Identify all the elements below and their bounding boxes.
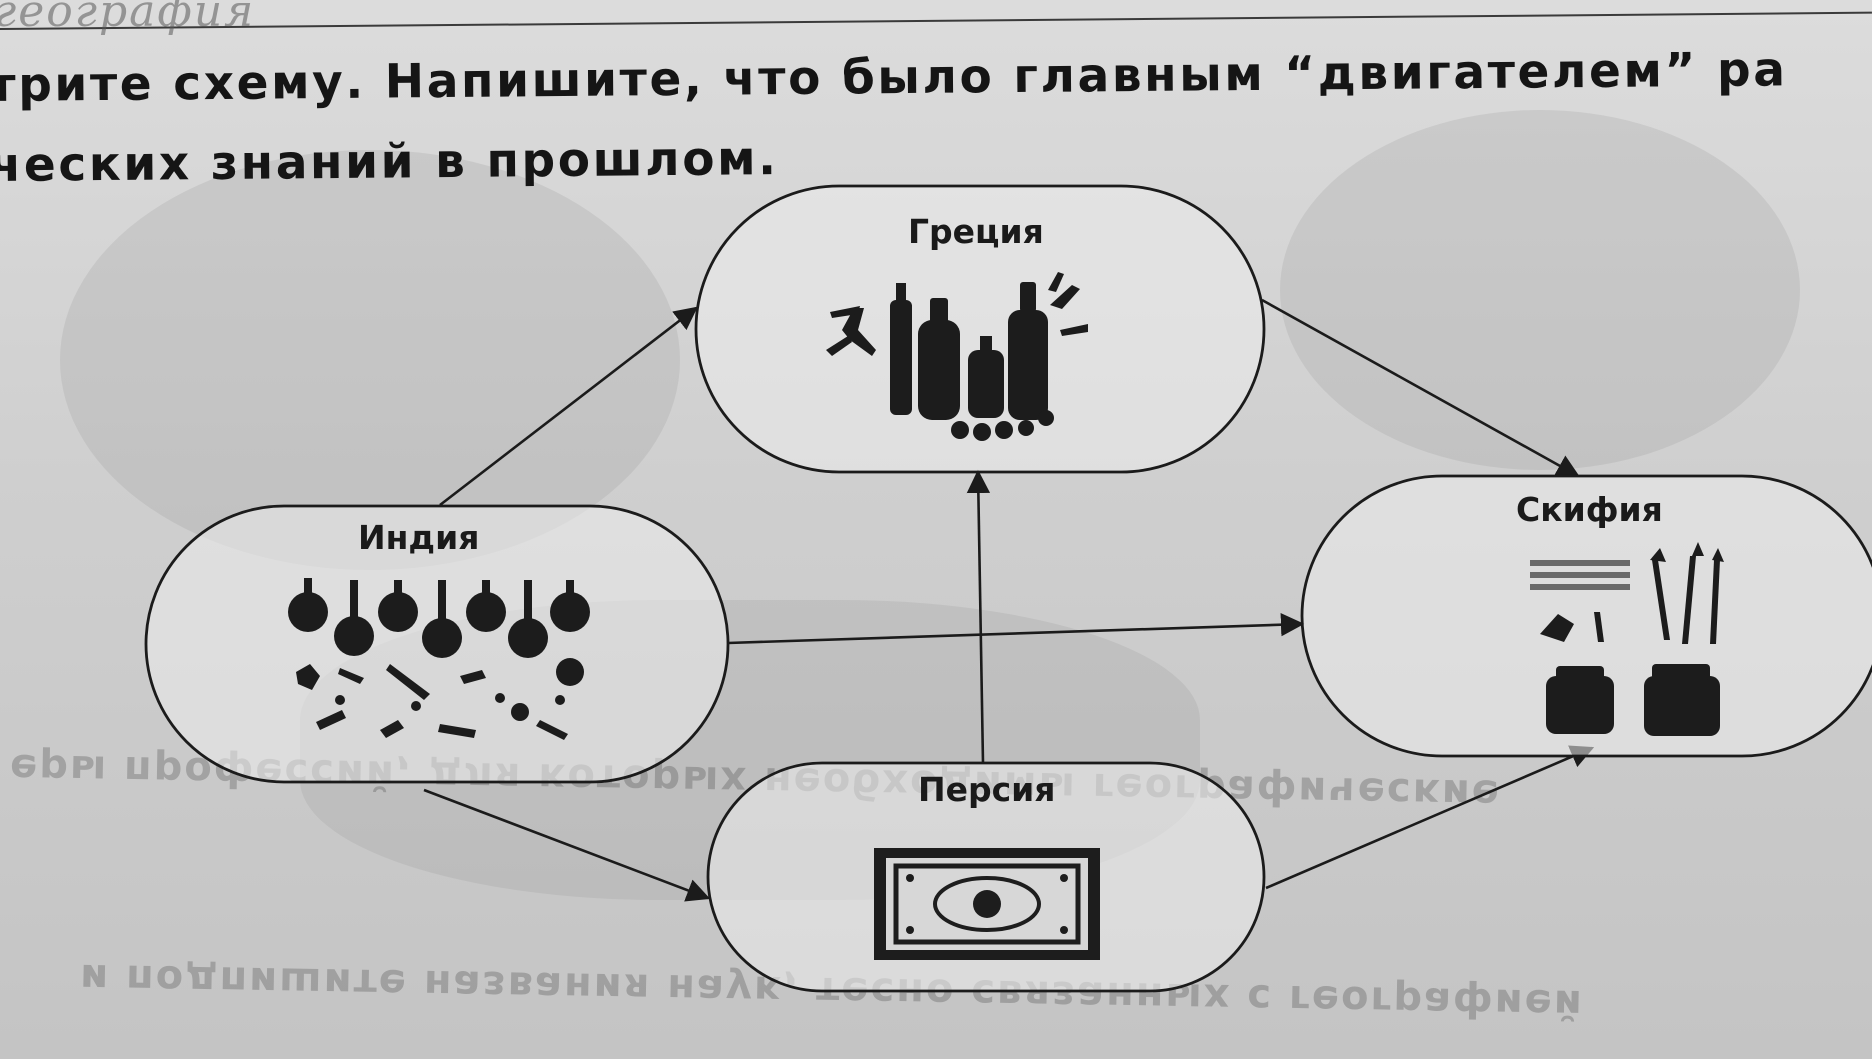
node-label-greece: Греция	[908, 212, 1044, 251]
link-persia-greece	[966, 469, 991, 764]
link-india-greece	[439, 306, 698, 507]
node-greece	[694, 184, 1266, 474]
node-scythia	[1300, 474, 1872, 758]
background-shade	[1280, 110, 1800, 470]
scythia-grain-icon	[1530, 542, 1724, 736]
link-india-persia	[423, 788, 711, 902]
background-shade	[60, 150, 680, 570]
node-label-persia: Персия	[918, 770, 1056, 809]
node-label-scythia: Скифия	[1516, 490, 1663, 529]
node-label-india: Индия	[358, 518, 480, 557]
handwritten-note: география	[0, 0, 256, 37]
link-persia-scythia	[1265, 745, 1595, 890]
link-greece-scythia	[1261, 298, 1581, 478]
greece-amphora-icon	[826, 272, 1088, 441]
india-spices-icon	[288, 578, 590, 740]
link-india-scythia	[727, 613, 1305, 645]
persia-carpet-icon	[874, 848, 1100, 960]
